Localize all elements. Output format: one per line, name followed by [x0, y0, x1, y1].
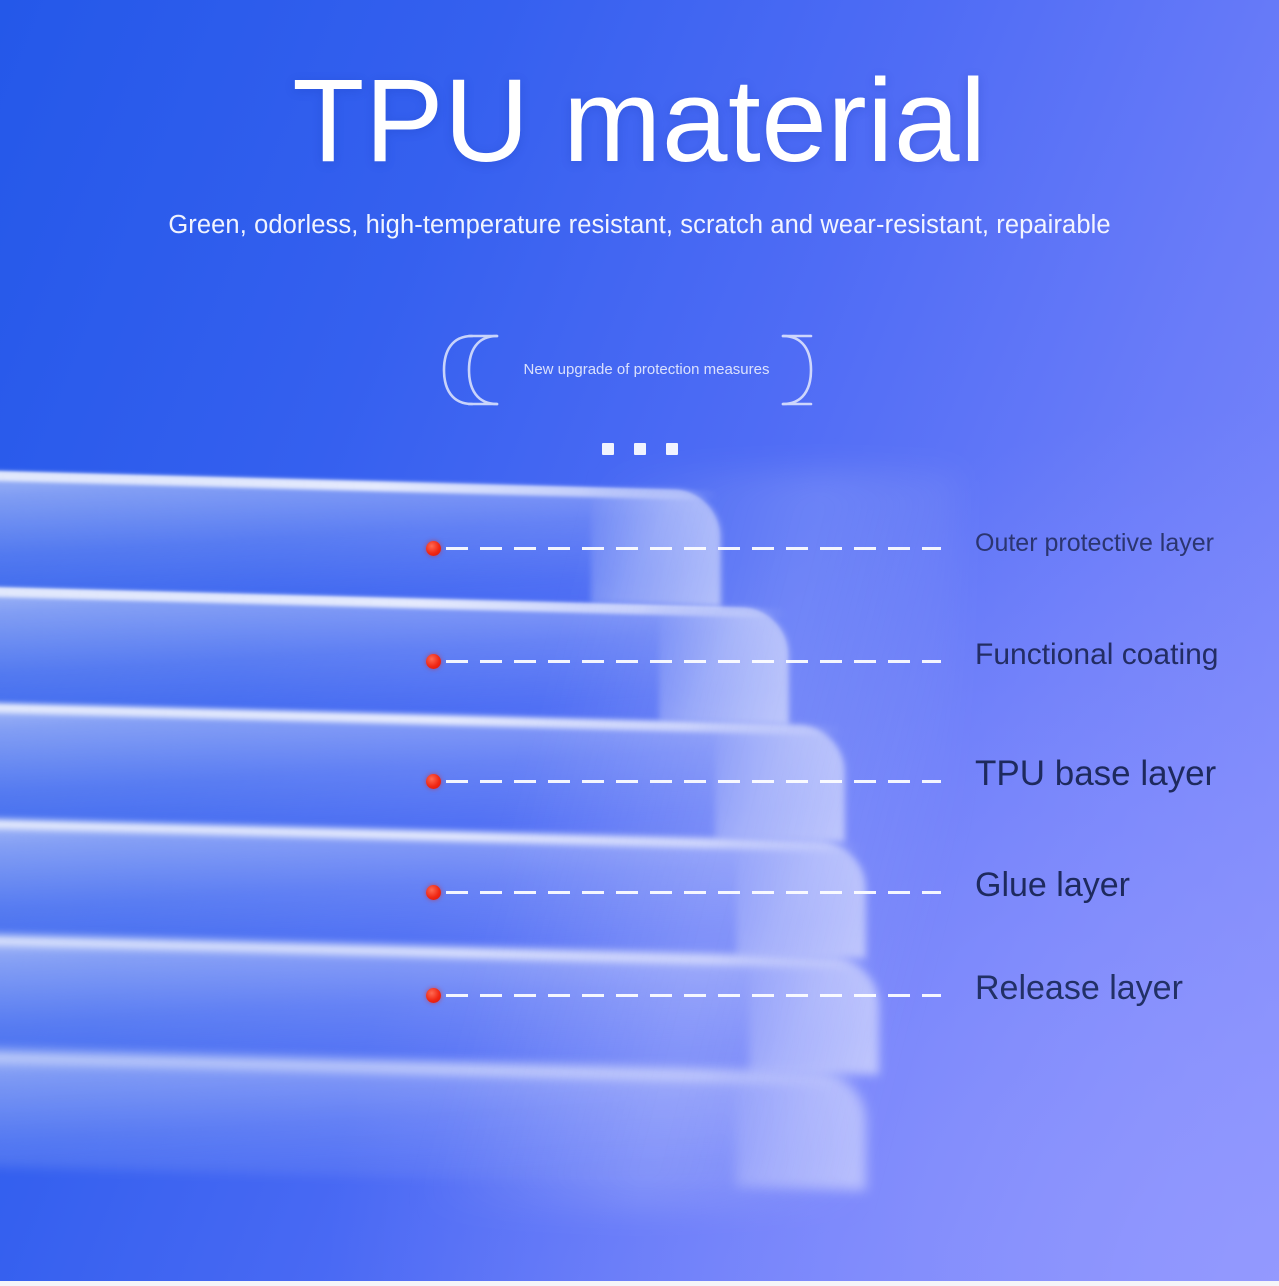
bracket-right-icon [781, 334, 812, 406]
callout-marker-dot-icon [426, 774, 441, 789]
bottom-edge-strip [0, 1281, 1279, 1286]
layer-label-functional-coating: Functional coating [975, 638, 1219, 671]
upgrade-badge: New upgrade of protection measures [440, 329, 840, 411]
callout-marker-dot-icon [426, 988, 441, 1003]
callout-row: Glue layer [0, 866, 1279, 915]
layer-label-release-layer: Release layer [975, 969, 1183, 1007]
callout-leader-line [446, 660, 941, 663]
dot-square-1 [601, 443, 614, 455]
callout-leader-line [446, 994, 941, 997]
layer-label-tpu-base-layer: TPU base layer [975, 754, 1217, 793]
dot-square-3 [665, 443, 678, 455]
callout-leader-line [446, 891, 941, 894]
bracket-left-icon [442, 334, 498, 406]
callout-leader-line [446, 780, 941, 783]
callout-leader-line [446, 547, 941, 550]
layer-label-glue-layer: Glue layer [975, 866, 1130, 904]
dot-square-2 [633, 443, 646, 455]
callout-marker-dot-icon [426, 541, 441, 556]
layer-label-outer-protective-layer: Outer protective layer [975, 529, 1214, 557]
callout-marker-dot-icon [426, 885, 441, 900]
callout-row: Functional coating [0, 638, 1279, 684]
callout-row: Outer protective layer [0, 525, 1279, 571]
callout-row: TPU base layer [0, 754, 1279, 804]
badge-label: New upgrade of protection measures [523, 360, 770, 378]
callout-marker-dot-icon [426, 654, 441, 669]
callout-row: Release layer [0, 969, 1279, 1018]
dot-separator [601, 443, 678, 455]
